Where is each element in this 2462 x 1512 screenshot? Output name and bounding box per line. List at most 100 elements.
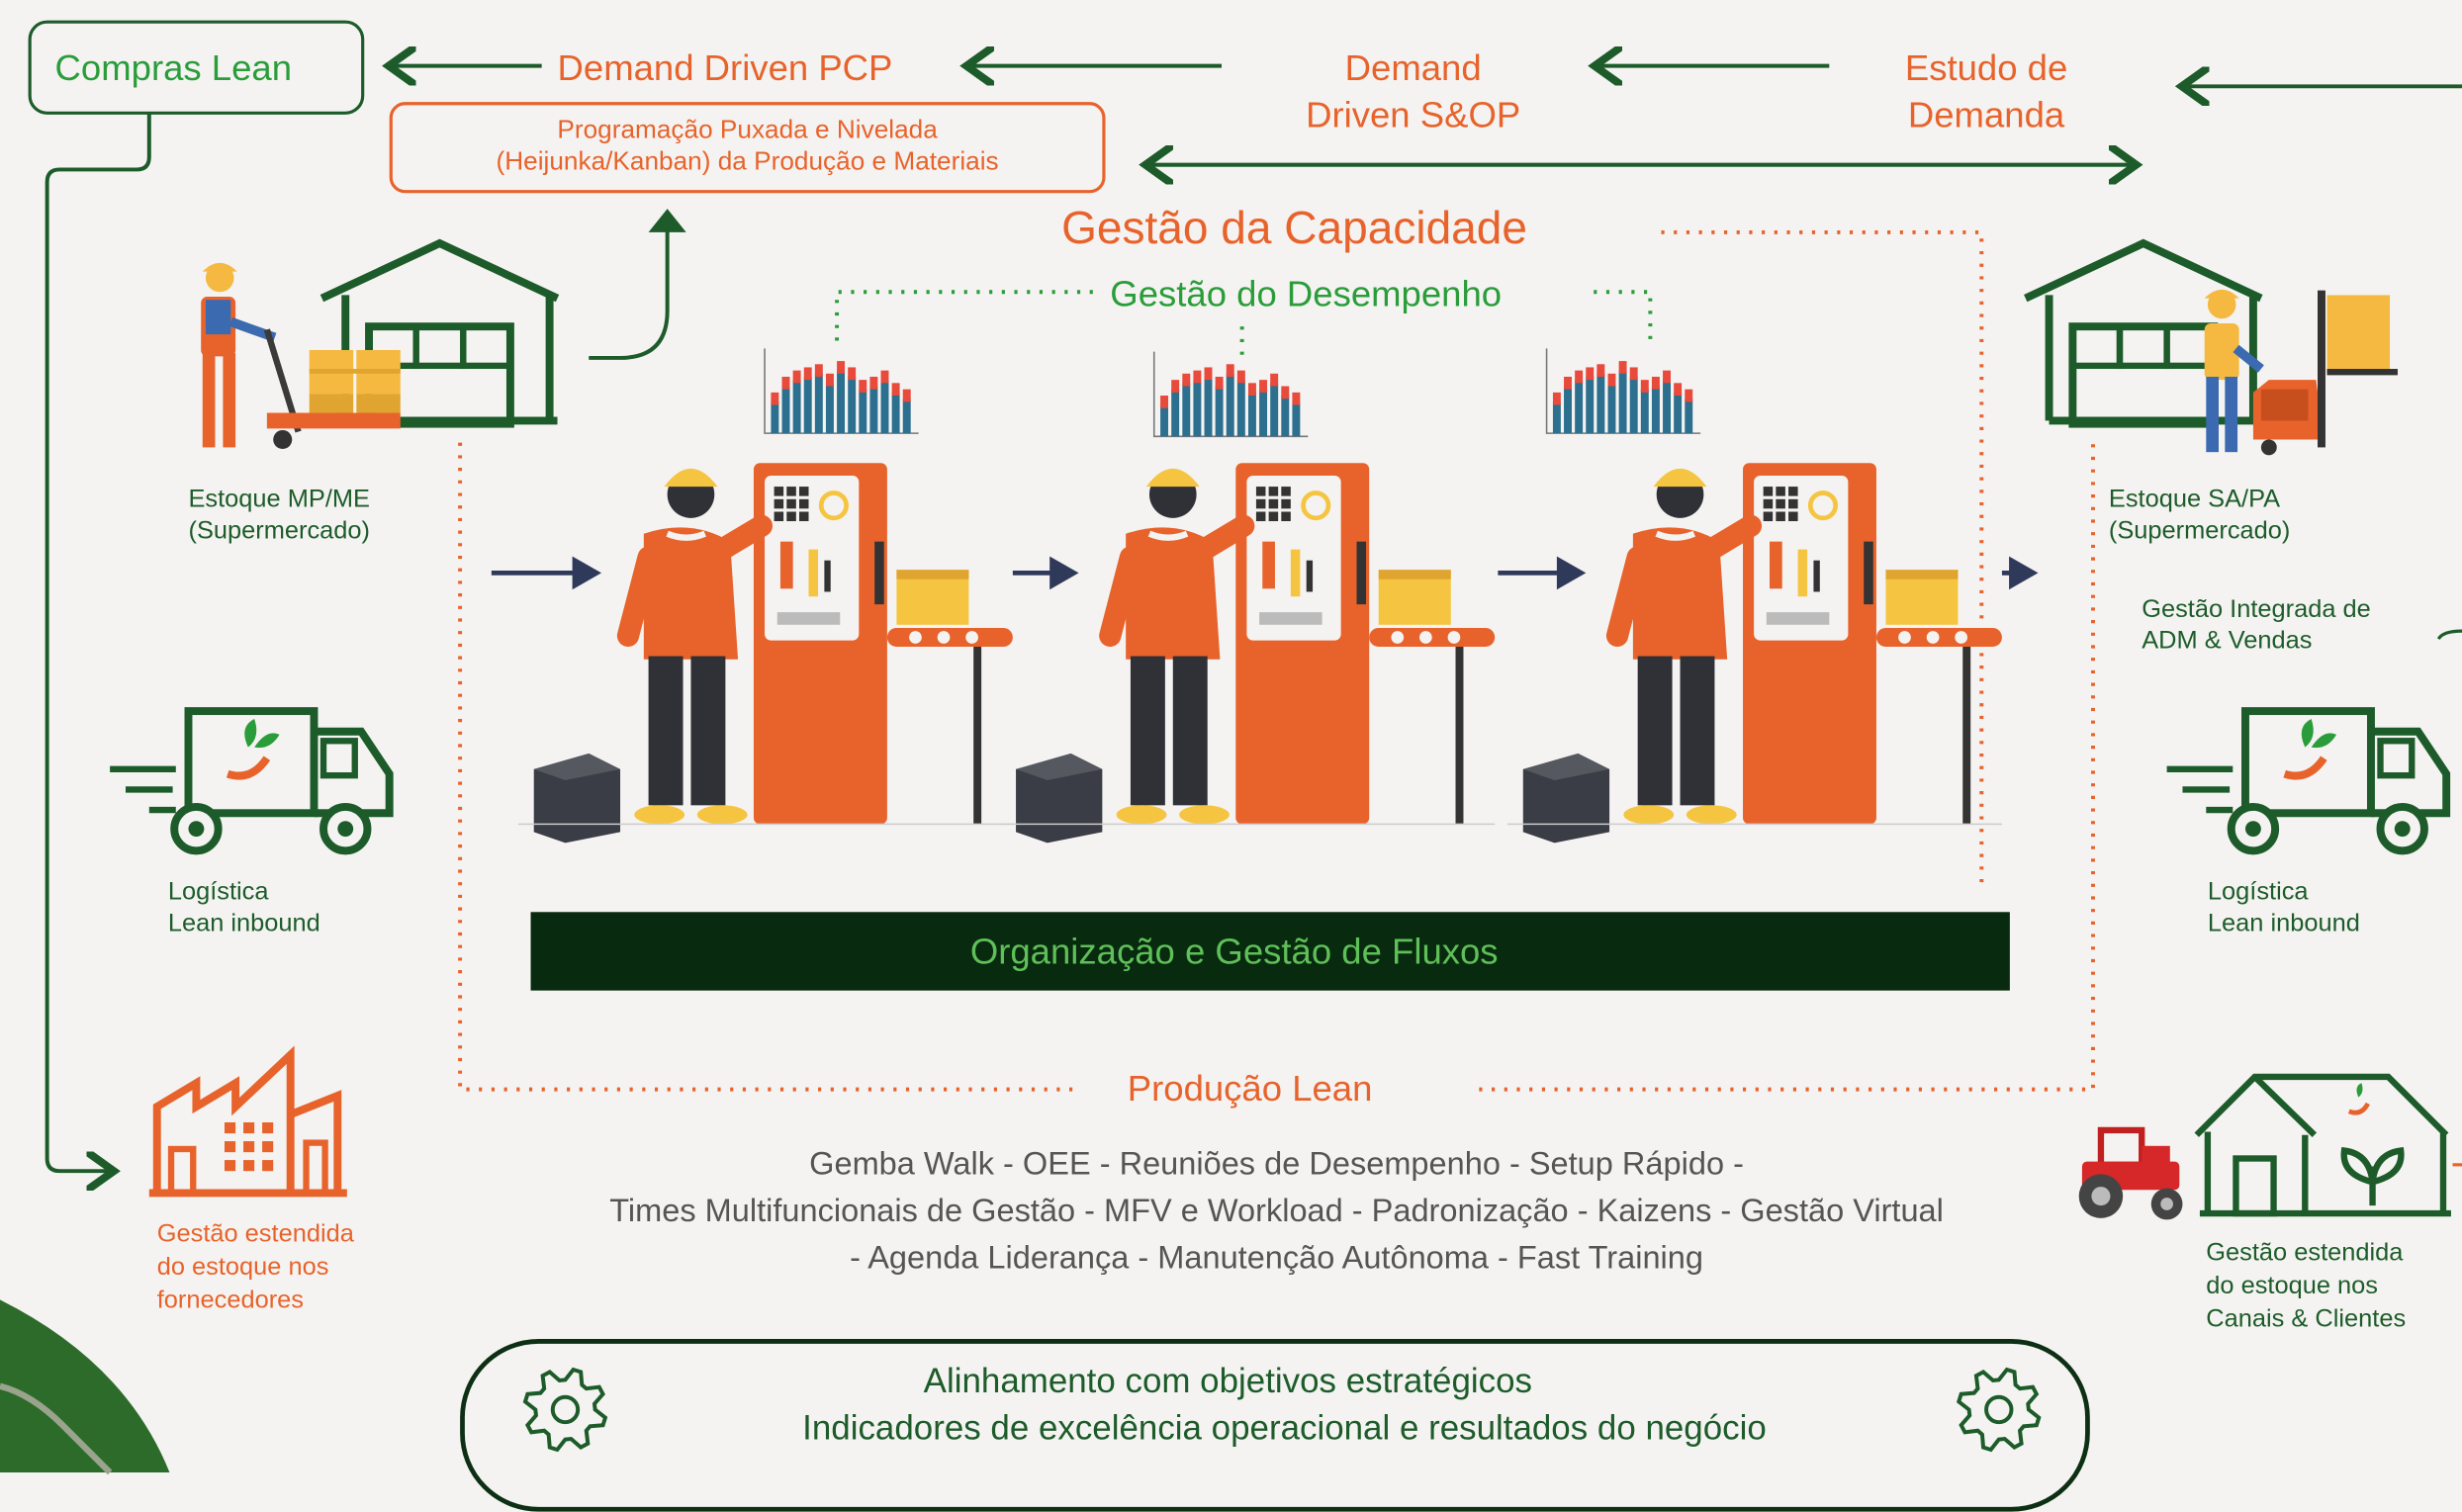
pcp-detail-box (389, 102, 1106, 194)
mini-bar (1651, 386, 1660, 434)
mini-bar-top (869, 376, 878, 390)
mini-bar (781, 386, 790, 434)
mini-bar (1281, 396, 1290, 437)
mini-bar (1193, 380, 1202, 437)
mini-bar-top (859, 380, 867, 393)
lean-diagram: Compras Lean Demand Driven PCP Programaç… (0, 20, 2462, 1512)
estoque-mp-line2: (Supermercado) (188, 517, 371, 545)
mini-bar (1685, 399, 1693, 434)
mini-bar (825, 383, 834, 434)
mini-bar (859, 389, 867, 434)
mini-bar (837, 370, 846, 434)
mini-bar-top (814, 364, 823, 377)
fornecedores-line2: do estoque nos (156, 1254, 329, 1282)
mini-bar (848, 376, 857, 434)
mini-bar-top (1247, 383, 1256, 397)
mini-bar (891, 392, 900, 434)
estoque-mp-line1: Estoque MP/ME (188, 487, 371, 514)
mini-bar-top (1160, 396, 1169, 408)
mini-bar (792, 380, 801, 434)
mini-bar-top (891, 383, 900, 397)
tools-line1: Gemba Walk - OEE - Reuniões de Desempenh… (809, 1145, 1744, 1183)
tractor-icon (2078, 1126, 2183, 1220)
mini-bar (1564, 386, 1572, 434)
mini-bar (1674, 392, 1683, 434)
estudo-label-1: Estudo de (1904, 46, 2068, 88)
mini-bar-top (1586, 367, 1595, 381)
mini-bar-top (1651, 376, 1660, 390)
sop-label-2: Driven S&OP (1306, 94, 1521, 135)
mini-bar (1171, 389, 1180, 437)
mini-bar-top (1618, 361, 1627, 374)
compras-lean-box (28, 20, 365, 115)
mini-bar-top (1663, 370, 1671, 384)
mini-bar (1204, 376, 1213, 437)
farm-house-icon (2194, 1073, 2451, 1217)
truck-inbound-right-icon (2166, 707, 2451, 855)
mini-bar (1596, 373, 1605, 434)
truck-inbound-icon (110, 707, 394, 855)
alignment-line1: Alinhamento com objetivos estratégicos (923, 1361, 1533, 1400)
gear-icon (522, 1367, 608, 1453)
mini-chart-3 (1545, 348, 1701, 434)
mini-bar-top (837, 361, 846, 374)
mini-bar-top (1685, 389, 1693, 402)
mini-bar-top (1575, 370, 1584, 384)
fornecedores-line3: fornecedores (156, 1287, 304, 1314)
clientes-line3: Canais & Clientes (2206, 1305, 2407, 1333)
mini-chart-2 (1152, 351, 1309, 438)
mini-bar (1618, 370, 1627, 434)
mini-bar-top (1552, 392, 1561, 405)
mini-bar (1247, 392, 1256, 437)
mini-bar-top (1674, 383, 1683, 397)
mini-bar (803, 376, 812, 434)
mini-bar-top (1171, 380, 1180, 393)
clientes-line1: Gestão estendida (2206, 1240, 2404, 1268)
mini-bar-top (1281, 386, 1290, 400)
mini-bar-top (771, 392, 779, 405)
mini-bar (1160, 404, 1169, 437)
pallet-jack-worker-icon (201, 262, 401, 449)
mini-bar-top (1204, 367, 1213, 381)
compras-lean-label: Compras Lean (54, 46, 293, 88)
alignment-line2: Indicadores de excelência operacional e … (802, 1407, 1767, 1448)
workstation-2 (1000, 463, 1496, 844)
mini-bar (1586, 376, 1595, 434)
mini-bar-top (825, 373, 834, 387)
adm-vendas-line2: ADM & Vendas (2142, 627, 2313, 655)
estudo-label-2: Demanda (1907, 94, 2065, 135)
mini-bar (869, 386, 878, 434)
mini-bar-top (1182, 373, 1191, 387)
mini-bar-top (880, 370, 889, 384)
mini-bar (1575, 380, 1584, 434)
estoque-pa-line1: Estoque SA/PA (2108, 487, 2281, 514)
mini-bar (1226, 373, 1234, 437)
desempenho-title: Gestão do Desempenho (1110, 273, 1503, 314)
producao-lean-label: Produção Lean (1127, 1067, 1373, 1109)
logistica-right-line1: Logística (2207, 878, 2309, 906)
estoque-pa-line2: (Supermercado) (2108, 517, 2291, 545)
capacidade-title: Gestão da Capacidade (1061, 204, 1527, 255)
fornecedores-line1: Gestão estendida (156, 1220, 354, 1248)
mini-bar-top (848, 367, 857, 381)
mini-bar (1629, 376, 1638, 434)
mini-bar-top (1629, 367, 1638, 381)
sop-label-1: Demand (1344, 46, 1482, 88)
adm-vendas-line1: Gestão Integrada de (2142, 596, 2371, 624)
mini-bar (1552, 401, 1561, 434)
pcp-detail-line1: Programação Puxada e Nivelada (557, 116, 938, 145)
logistica-right-line2: Lean inbound (2207, 910, 2360, 937)
fluxos-banner (530, 912, 2010, 991)
mini-chart-1 (764, 348, 919, 434)
tools-line2: Times Multifuncionais de Gestão - MFV e … (609, 1193, 1944, 1229)
factory-supplier-icon (148, 1045, 347, 1198)
clientes-line2: do estoque nos (2206, 1273, 2378, 1300)
mini-bar (1270, 383, 1279, 437)
mini-bar (1236, 380, 1245, 437)
workstation-3 (1506, 463, 2002, 844)
mini-bar-top (781, 376, 790, 390)
mini-bar-top (792, 370, 801, 384)
gear-icon (1956, 1367, 2042, 1453)
mini-bar (1663, 380, 1671, 434)
mini-bar (1215, 386, 1224, 437)
